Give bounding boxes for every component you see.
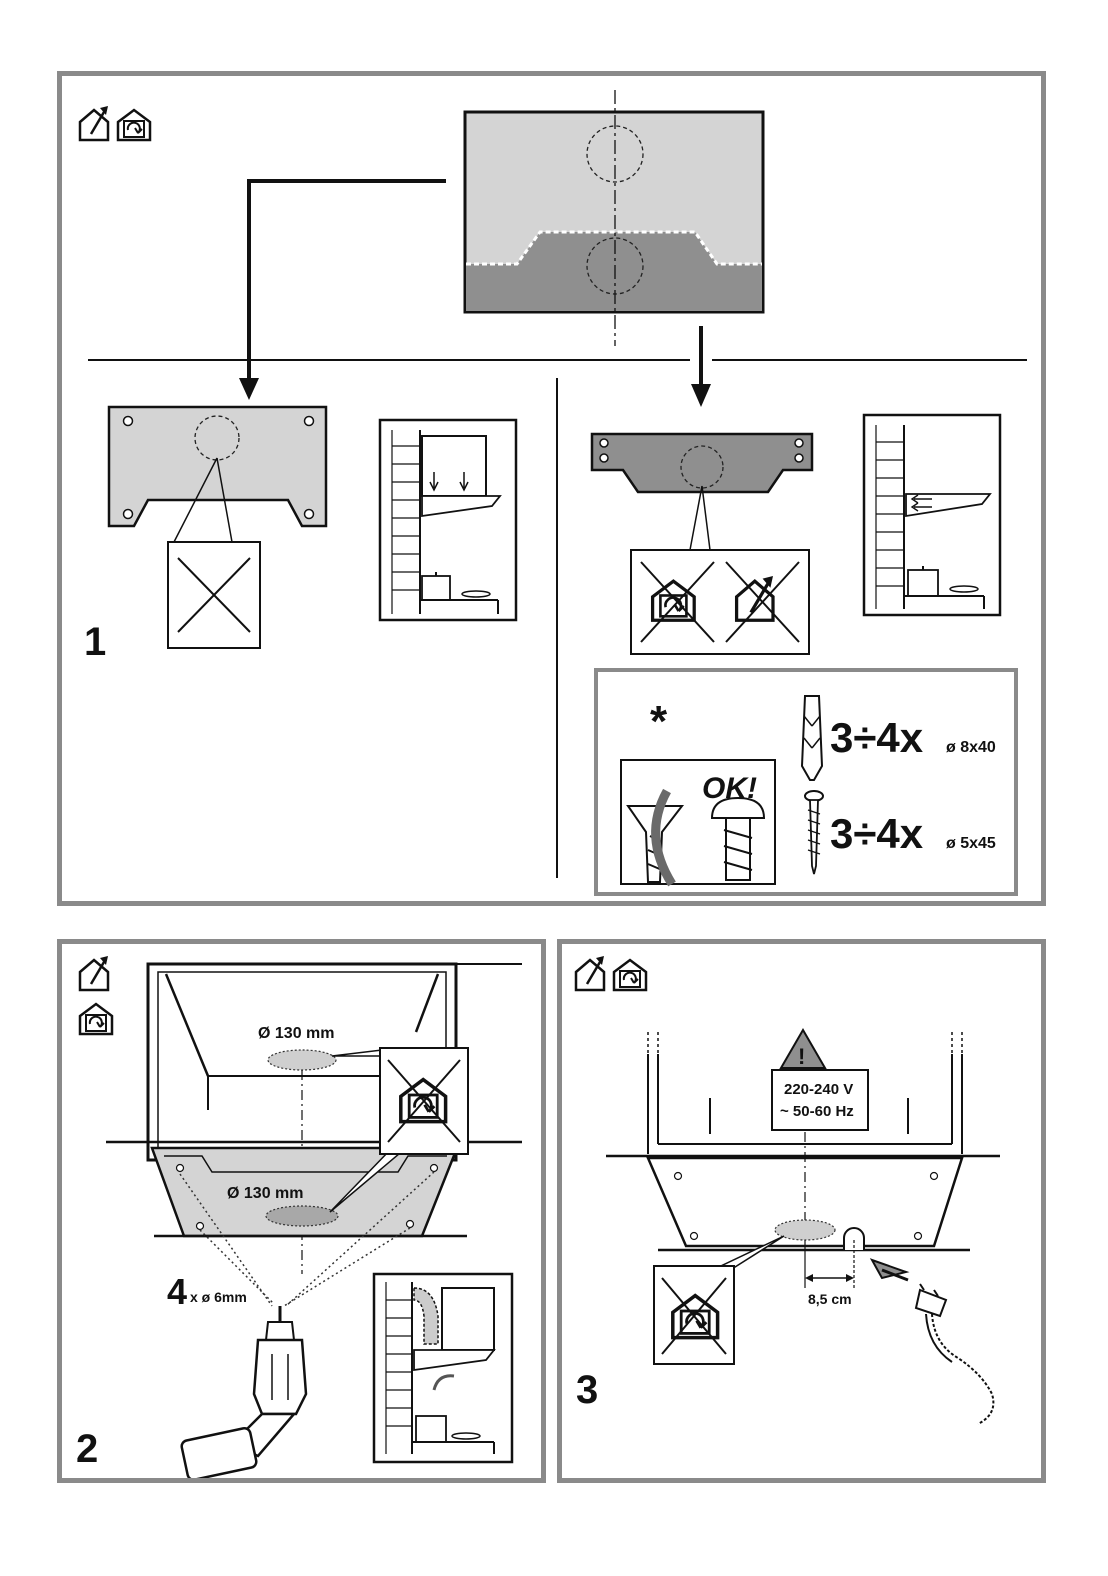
step-1-panel: * OK! 3÷4x ø 8x40 3÷4x ø 5x45 1 <box>57 71 1046 906</box>
kitchen-scene-recirculation <box>864 415 1000 615</box>
wall-plug-icon <box>802 696 822 780</box>
template-sheet <box>465 90 763 346</box>
ducted-mode-icon <box>80 106 108 140</box>
step-2-panel: Ø 130 mm Ø 130 mm <box>57 939 546 1483</box>
ducted-mode-icon <box>576 956 604 990</box>
drill-icon <box>181 1306 306 1478</box>
recirculation-mode-icon <box>80 1004 112 1034</box>
note-asterisk: * <box>650 697 668 746</box>
drill-hole-count: 4 <box>167 1271 187 1312</box>
step-1-diagram: * OK! 3÷4x ø 8x40 3÷4x ø 5x45 <box>62 76 1041 901</box>
screw-quantity: 3÷4x <box>830 810 924 857</box>
screw-size: ø 5x45 <box>946 835 996 852</box>
voltage-value: 220-240 V <box>784 1081 853 1098</box>
step-number: 1 <box>84 622 106 662</box>
wall-plug-size: ø 8x40 <box>946 739 996 756</box>
step-number: 3 <box>576 1370 598 1410</box>
step-3-diagram: ! 220-240 V ~ 50-60 Hz 8,5 cm <box>562 944 1041 1478</box>
distance-value: 8,5 cm <box>808 1291 852 1307</box>
screw-head-detail: OK! <box>621 760 775 884</box>
diameter-label-bottom: Ø 130 mm <box>227 1185 303 1202</box>
kitchen-scene-ducted <box>380 420 516 620</box>
voltage-label <box>772 1070 868 1130</box>
diameter-label-top: Ø 130 mm <box>258 1025 334 1042</box>
template-cutout-ducted <box>109 407 326 648</box>
step-3-panel: ! 220-240 V ~ 50-60 Hz 8,5 cm <box>557 939 1046 1483</box>
step-number: 2 <box>76 1429 98 1469</box>
plug-icon <box>916 1284 993 1424</box>
ducted-mode-icon <box>80 956 108 990</box>
frequency-value: ~ 50-60 Hz <box>780 1103 854 1120</box>
recirculation-mode-icon <box>614 960 646 990</box>
warning-mark: ! <box>798 1044 805 1069</box>
recirculation-mode-icon <box>118 110 150 140</box>
kitchen-scene <box>374 1274 512 1462</box>
template-cutout-recirculation <box>592 434 812 654</box>
drill-hole-size: x ø 6mm <box>190 1289 247 1305</box>
warning-triangle-icon: ! <box>781 1030 825 1069</box>
wall-plug-quantity: 3÷4x <box>830 714 924 761</box>
step-2-diagram: Ø 130 mm Ø 130 mm <box>62 944 541 1478</box>
